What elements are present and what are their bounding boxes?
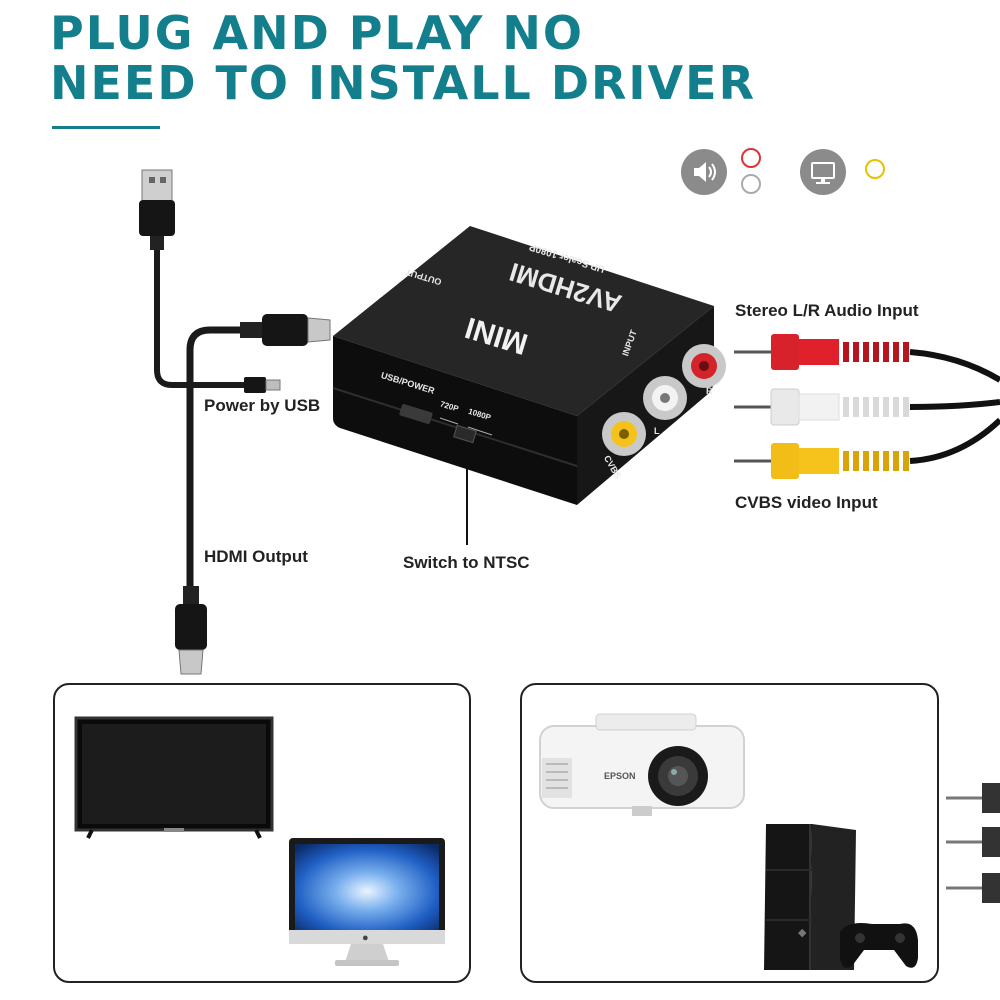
- monitor-icon: [800, 149, 846, 195]
- headline-underline: [52, 126, 160, 129]
- rca-plug-stubs: [946, 783, 1000, 903]
- television-illustration: [74, 716, 274, 839]
- rca-white-plug: [734, 388, 1000, 426]
- mini-usb-plug: [244, 377, 281, 393]
- projector-brand-label: EPSON: [604, 771, 636, 781]
- desktop-monitor-illustration: [289, 838, 445, 966]
- switch-to-ntsc-label: Switch to NTSC: [403, 553, 530, 572]
- headline-line-1: PLUG AND PLAY NO: [50, 6, 584, 60]
- speaker-icon: [681, 149, 727, 195]
- cvbs-video-input-label: CVBS video Input: [735, 493, 878, 512]
- hdmi-plug-bottom: [175, 586, 207, 675]
- rca-red-plug: [734, 334, 1000, 383]
- game-console-illustration: [764, 824, 918, 970]
- headline-line-2: NEED TO INSTALL DRIVER: [50, 56, 756, 110]
- headline: PLUG AND PLAY NO NEED TO INSTALL DRIVER: [50, 8, 756, 108]
- stereo-audio-input-label: Stereo L/R Audio Input: [735, 301, 919, 320]
- rca-red-ring-icon: [741, 148, 761, 168]
- rca-yellow-ring-icon: [865, 159, 885, 179]
- rca-yellow-plug: [734, 417, 1000, 479]
- playstation-logo-icon: ◆: [798, 927, 807, 939]
- hdmi-output-label: HDMI Output: [204, 547, 308, 566]
- device-port-r-label: R: [706, 386, 713, 396]
- apple-logo-icon: ●: [362, 932, 369, 944]
- usb-cable: [154, 250, 245, 388]
- hdmi-cable: [186, 326, 262, 590]
- power-by-usb-label: Power by USB: [204, 396, 321, 415]
- projector-illustration: [539, 713, 745, 816]
- rca-white-ring-icon: [741, 174, 761, 194]
- device-port-l-label: L: [654, 426, 660, 436]
- hdmi-plug-top: [240, 314, 331, 346]
- av2hdmi-converter: [332, 226, 726, 505]
- usb-plug: [139, 169, 175, 250]
